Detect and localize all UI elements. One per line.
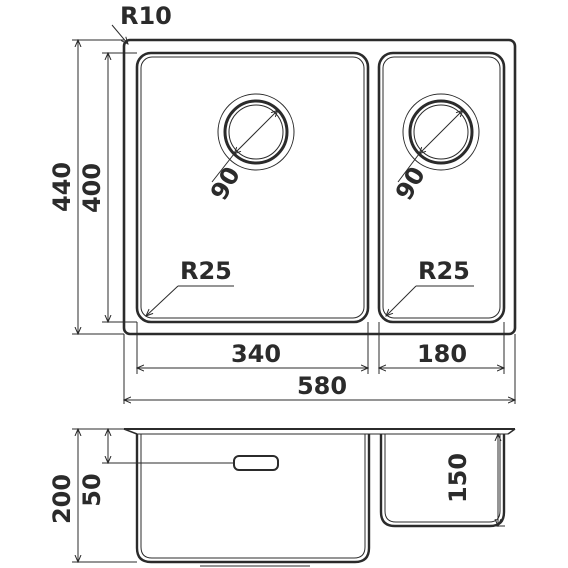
right-bowl-outline	[377, 51, 506, 324]
right-inner-radius-leader	[386, 285, 417, 316]
right-drain-outer	[402, 93, 480, 171]
right-drain-diameter-line	[419, 110, 463, 154]
side-right-bowl-inner-profile	[384, 434, 501, 523]
side-right-bowl-profile	[379, 434, 506, 528]
right-drain-inner	[413, 104, 469, 160]
right-drain-ring	[408, 99, 474, 165]
total-width-label: 580	[297, 372, 347, 400]
total-height-label: 200	[48, 474, 76, 524]
left-drain-outer	[217, 93, 295, 171]
left-drain-ring	[223, 99, 289, 165]
corner-radius-label: R10	[120, 2, 172, 30]
left-drain-inner	[228, 104, 284, 160]
side-left-bowl-inner-profile	[140, 434, 366, 559]
bowl-depth-label: 400	[78, 163, 106, 213]
right-bowl-width-label: 180	[417, 340, 467, 368]
right-bowl-height-label: 150	[444, 453, 472, 503]
top-view: 90 90 R10 R25 R25 440 400 340	[48, 2, 517, 404]
left-inner-radius-label: R25	[180, 257, 232, 285]
right-bowl-inner-outline	[382, 56, 501, 319]
left-bowl-inner-outline	[140, 56, 365, 319]
side-rim-right-edge	[507, 428, 516, 435]
left-drain-diameter-label: 90	[205, 162, 246, 205]
left-drain-diameter-line	[234, 110, 278, 154]
corner-radius-leader	[111, 24, 128, 44]
right-inner-radius-label: R25	[418, 257, 470, 285]
left-drain-leader	[211, 153, 235, 183]
left-bowl-outline	[135, 51, 370, 324]
right-drain-diameter-label: 90	[390, 162, 431, 205]
side-left-bowl-profile	[135, 434, 371, 564]
overflow-slot	[233, 455, 279, 471]
left-inner-radius-leader	[146, 285, 179, 316]
overflow-height-label: 50	[78, 473, 106, 506]
total-depth-label: 440	[48, 162, 76, 212]
left-bowl-width-label: 340	[231, 340, 281, 368]
right-drain-leader	[397, 153, 420, 183]
side-rim-left-edge	[123, 428, 138, 435]
sink-outer-rim	[122, 38, 517, 336]
side-view: 200 50 150	[48, 428, 516, 567]
